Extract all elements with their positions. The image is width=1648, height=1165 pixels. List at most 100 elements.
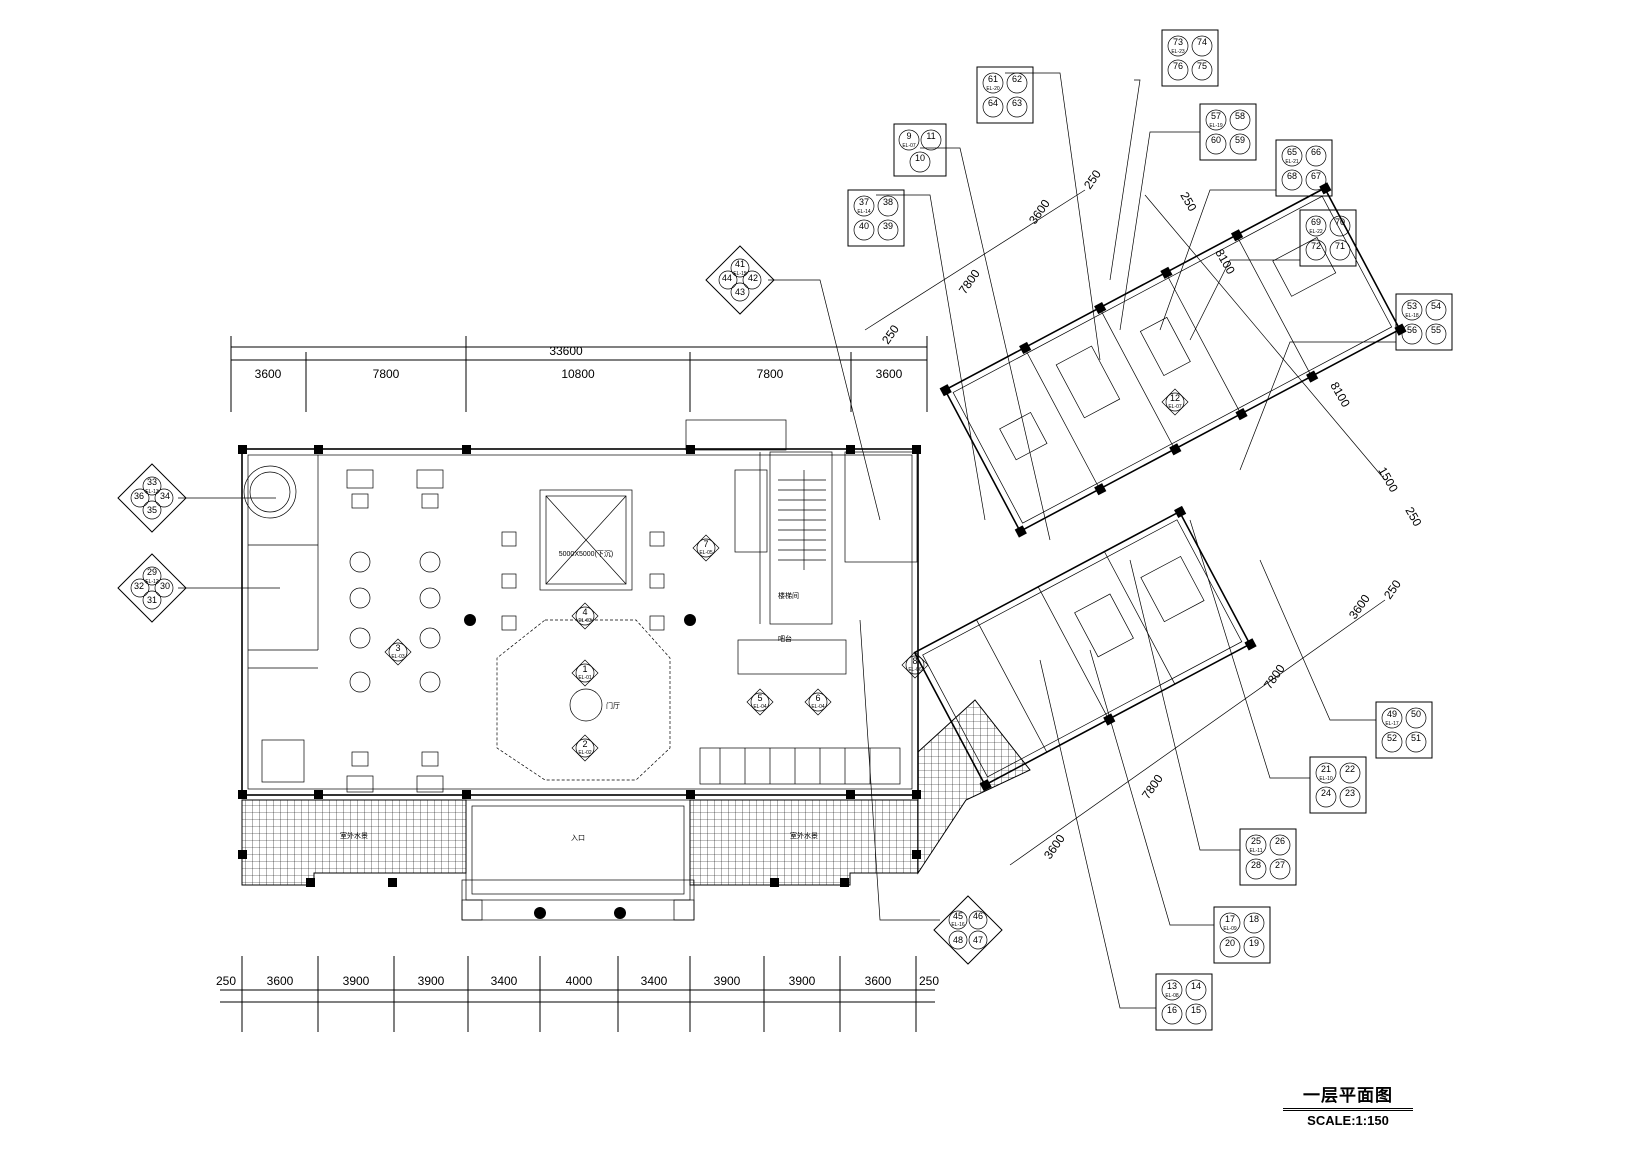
label-entrance: 入口 xyxy=(571,834,585,842)
svg-text:34: 34 xyxy=(160,491,170,501)
svg-text:55: 55 xyxy=(1431,325,1441,335)
elevation-tag-29: 29 30 31 32 EL-12 xyxy=(117,553,187,623)
svg-text:66: 66 xyxy=(1311,147,1321,157)
svg-text:62: 62 xyxy=(1012,74,1022,84)
dim-wing-5: 8100 xyxy=(1327,380,1353,410)
section-marker-2: 2 EL-02 xyxy=(571,734,599,762)
dim-bottom-7: 3400 xyxy=(641,974,668,988)
label-bar: 吧台 xyxy=(778,634,792,643)
dim-bottom-3: 3900 xyxy=(343,974,370,988)
svg-text:39: 39 xyxy=(883,221,893,231)
elevation-tag-21: 21 22 23 24 EL-10 xyxy=(1309,756,1367,814)
elevation-tag-17: 17 18 19 20 EL-09 xyxy=(1213,906,1271,964)
svg-text:31: 31 xyxy=(147,595,157,605)
svg-text:57: 57 xyxy=(1211,111,1221,121)
leader-lines xyxy=(178,72,1396,1009)
svg-text:EL-14: EL-14 xyxy=(857,209,871,215)
svg-text:75: 75 xyxy=(1197,61,1207,71)
svg-text:64: 64 xyxy=(988,98,998,108)
dim-wing-8: 250 xyxy=(1402,505,1424,530)
dim-bottom-10: 3600 xyxy=(865,974,892,988)
dim-bottom-6: 4000 xyxy=(566,974,593,988)
svg-text:EL-11: EL-11 xyxy=(1250,848,1263,854)
section-marker-6: 6 EL-04 xyxy=(804,688,832,716)
svg-text:EL-17: EL-17 xyxy=(1385,721,1399,727)
svg-text:46: 46 xyxy=(973,911,983,921)
svg-text:EL-09: EL-09 xyxy=(1223,926,1237,932)
svg-text:EL-13: EL-13 xyxy=(145,489,159,495)
svg-text:68: 68 xyxy=(1287,171,1297,181)
svg-text:9: 9 xyxy=(906,131,911,141)
svg-text:1: 1 xyxy=(582,664,587,674)
section-marker-4: 4 EL-03 xyxy=(571,602,599,630)
svg-text:40: 40 xyxy=(859,221,869,231)
svg-text:72: 72 xyxy=(1311,241,1321,251)
svg-text:EL-04: EL-04 xyxy=(811,704,825,710)
dim-wing-14: 250 xyxy=(1381,577,1404,602)
svg-text:65: 65 xyxy=(1287,147,1297,157)
elevation-tag-49: 49 50 51 52 EL-17 xyxy=(1375,701,1433,759)
section-marker-12: 12 EL-07 xyxy=(1161,388,1189,416)
top-dimension-chain: 33600 3600 7800 10800 7800 3600 xyxy=(230,336,928,412)
dim-bottom-2: 3600 xyxy=(267,974,294,988)
elevation-tag-53: 53 54 55 56 EL-18 xyxy=(1395,293,1453,351)
svg-text:50: 50 xyxy=(1411,709,1421,719)
svg-text:74: 74 xyxy=(1197,37,1207,47)
elevation-tag-25: 25 26 27 28 EL-11 xyxy=(1239,828,1297,886)
svg-text:EL-08: EL-08 xyxy=(1165,993,1179,999)
dim-bottom-8: 3900 xyxy=(714,974,741,988)
dim-bottom-4: 3900 xyxy=(418,974,445,988)
section-marker-1: 1 EL-01 xyxy=(571,659,599,687)
svg-text:EL-18: EL-18 xyxy=(1405,313,1419,319)
svg-text:13: 13 xyxy=(1167,981,1177,991)
svg-text:43: 43 xyxy=(735,287,745,297)
svg-text:26: 26 xyxy=(1275,836,1285,846)
svg-text:EL-01: EL-01 xyxy=(578,675,592,681)
svg-text:12: 12 xyxy=(1170,393,1180,403)
dim-wing-10: 7800 xyxy=(1261,662,1288,692)
svg-text:49: 49 xyxy=(1387,709,1397,719)
svg-text:EL-12: EL-12 xyxy=(145,579,159,585)
svg-text:70: 70 xyxy=(1335,217,1345,227)
elevation-tag-65: 65 66 67 68 EL-21 xyxy=(1275,139,1333,197)
dim-bottom-5: 3400 xyxy=(491,974,518,988)
svg-text:11: 11 xyxy=(926,131,935,141)
elevation-tag-41: 41 42 43 44 EL-15 xyxy=(705,245,775,315)
svg-text:23: 23 xyxy=(1345,788,1355,798)
dim-bottom-11: 250 xyxy=(919,974,939,988)
svg-text:19: 19 xyxy=(1249,938,1259,948)
main-building: 楼梯间 5000X5000(下沉) 门厅 吧台 xyxy=(238,419,921,919)
label-tub-left: 室外水景 xyxy=(340,831,368,840)
svg-text:8: 8 xyxy=(912,656,917,666)
svg-text:71: 71 xyxy=(1335,241,1345,251)
svg-text:16: 16 xyxy=(1167,1005,1177,1015)
section-marker-5: 5 EL-04 xyxy=(746,688,774,716)
stair-treads xyxy=(778,470,826,570)
svg-text:30: 30 xyxy=(160,581,170,591)
svg-text:EL-20: EL-20 xyxy=(986,86,1000,92)
svg-text:41: 41 xyxy=(735,259,745,269)
dim-wing-1: 3600 xyxy=(1026,197,1053,227)
elevation-tag-45: 45 46 47 48 EL-16 xyxy=(933,895,1003,965)
elevation-tag-33: 33 34 35 36 EL-13 xyxy=(117,463,187,533)
label-lobby: 门厅 xyxy=(606,701,620,710)
svg-text:44: 44 xyxy=(722,273,732,283)
dim-top-total: 33600 xyxy=(549,344,583,358)
svg-text:EL-21: EL-21 xyxy=(1285,159,1299,165)
dim-bottom-1: 250 xyxy=(216,974,236,988)
svg-text:32: 32 xyxy=(134,581,144,591)
svg-text:45: 45 xyxy=(953,911,963,921)
svg-text:33: 33 xyxy=(147,477,157,487)
svg-text:35: 35 xyxy=(147,505,157,515)
svg-text:EL-23: EL-23 xyxy=(1171,49,1185,55)
section-marker-3: 3 EL-03 xyxy=(384,638,412,666)
svg-text:27: 27 xyxy=(1275,860,1285,870)
elevation-tag-37: 37 38 39 40 EL-14 xyxy=(847,189,905,247)
dim-wing-7: 250 xyxy=(1177,190,1199,215)
svg-text:EL-15: EL-15 xyxy=(733,271,747,277)
dim-wing-3: 250 xyxy=(879,322,902,347)
svg-text:51: 51 xyxy=(1411,733,1421,743)
dim-wing-11: 7800 xyxy=(956,267,983,297)
dim-top-2: 7800 xyxy=(373,367,400,381)
svg-text:4: 4 xyxy=(582,607,587,617)
